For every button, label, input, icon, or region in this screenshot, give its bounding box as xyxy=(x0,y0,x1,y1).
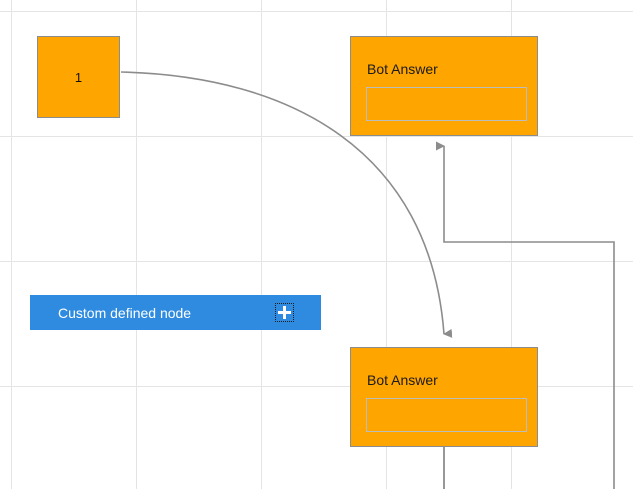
custom-defined-node-label: Custom defined node xyxy=(58,304,192,321)
node-title: Bot Answer xyxy=(367,372,438,388)
node-label: 1 xyxy=(74,69,83,85)
custom-defined-node-bar[interactable]: Custom defined node xyxy=(30,295,321,330)
node-title: Bot Answer xyxy=(367,61,438,77)
plus-icon[interactable] xyxy=(275,303,294,322)
node-bot-answer-bottom[interactable]: Bot Answer xyxy=(350,347,538,447)
plus-icon-vertical xyxy=(283,306,286,319)
node-bot-answer-top[interactable]: Bot Answer xyxy=(350,36,538,136)
node-answer-slot[interactable] xyxy=(366,87,527,121)
node-answer-slot[interactable] xyxy=(366,398,527,432)
node-square-1[interactable]: 1 xyxy=(37,36,120,118)
